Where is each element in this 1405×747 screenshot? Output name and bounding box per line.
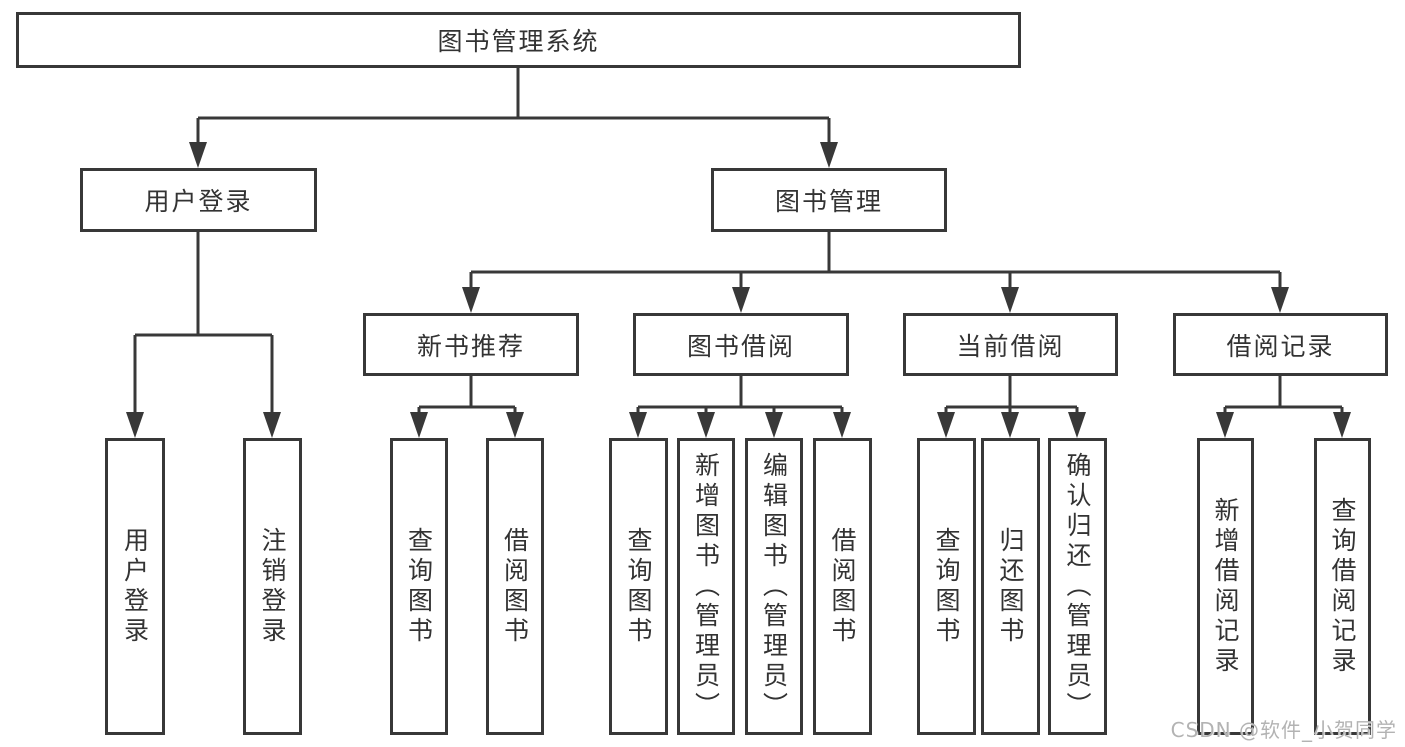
leaf-query-borrow-record: 查询借阅记录 [1314,438,1371,735]
node-borrowing-records: 借阅记录 [1173,313,1388,376]
leaf-return-books: 归还图书 [981,438,1040,735]
arrowhead-icon [506,412,524,438]
arrowhead-icon [1068,412,1086,438]
leaf-label: 编辑图书（管理员） [759,451,789,722]
arrowhead-icon [1001,412,1019,438]
node-book-management: 图书管理 [711,168,947,232]
leaf-label: 查询图书 [624,526,653,647]
leaf-label: 用户登录 [120,526,150,647]
arrowhead-icon [189,142,207,168]
arrowheads [126,142,1351,438]
arrowhead-icon [697,412,715,438]
arrowhead-icon [629,412,647,438]
csdn-watermark: CSDN @软件_小贺同学 [1170,718,1397,742]
arrowhead-icon [126,412,144,438]
arrowhead-icon [462,287,480,313]
leaf-label: 注销登录 [258,526,287,647]
node-book-borrowing: 图书借阅 [633,313,849,376]
leaf-logout: 注销登录 [243,438,302,735]
leaf-label: 查询借阅记录 [1328,496,1357,677]
tree-edges [133,68,1344,416]
leaf-query-books-borrowing: 查询图书 [609,438,668,735]
arrowhead-icon [1271,287,1289,313]
leaf-borrow-books: 借阅图书 [813,438,872,735]
leaf-borrow-books-recommend: 借阅图书 [486,438,544,735]
leaf-user-login: 用户登录 [105,438,165,735]
node-library-management-system: 图书管理系统 [16,12,1021,68]
leaf-label: 归还图书 [996,526,1025,647]
leaf-label: 新增借阅记录 [1211,496,1240,677]
leaf-label: 借阅图书 [500,526,530,647]
node-current-borrowing: 当前借阅 [903,313,1118,376]
arrowhead-icon [1216,412,1234,438]
node-user-login: 用户登录 [80,168,317,232]
leaf-add-borrow-record: 新增借阅记录 [1197,438,1254,735]
arrowhead-icon [263,412,281,438]
leaf-label: 新增图书（管理员） [691,451,721,722]
leaf-label: 查询图书 [404,526,434,647]
arrowhead-icon [1333,412,1351,438]
arrowhead-icon [765,412,783,438]
node-new-book-recommendation: 新书推荐 [363,313,579,376]
leaf-query-books-current: 查询图书 [917,438,976,735]
arrowhead-icon [937,412,955,438]
leaf-edit-books-admin: 编辑图书（管理员） [745,438,803,735]
arrowhead-icon [410,412,428,438]
arrowhead-icon [833,412,851,438]
leaf-label: 借阅图书 [828,526,857,647]
arrowhead-icon [732,287,750,313]
arrowhead-icon [820,142,838,168]
leaf-add-books-admin: 新增图书（管理员） [677,438,735,735]
leaf-query-books-recommend: 查询图书 [390,438,448,735]
arrowhead-icon [1001,287,1019,313]
leaf-confirm-return-admin: 确认归还（管理员） [1048,438,1107,735]
leaf-label: 查询图书 [932,526,961,647]
leaf-label: 确认归还（管理员） [1063,451,1092,722]
